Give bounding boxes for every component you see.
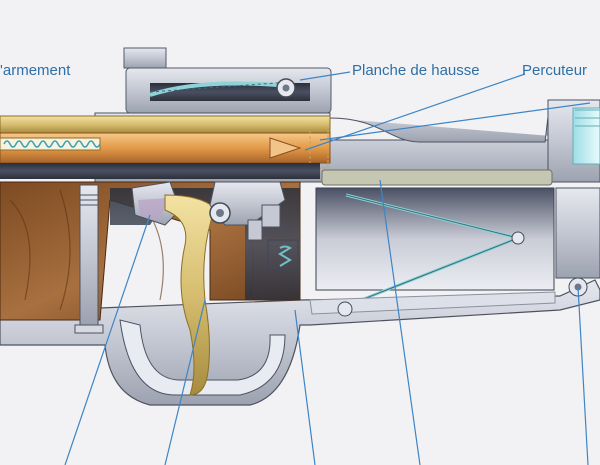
sight-pivot xyxy=(276,78,296,98)
trigger-guard-loop xyxy=(119,319,286,396)
magazine-well xyxy=(315,187,600,291)
sight-leaf-spring xyxy=(149,81,291,97)
trigger-spring xyxy=(267,239,299,271)
firing-pin-spring xyxy=(0,137,101,151)
leader-pivot xyxy=(577,286,589,465)
safety-block xyxy=(247,204,281,241)
stock-screw xyxy=(74,184,104,334)
spring-coil xyxy=(3,140,101,148)
follower-spring xyxy=(345,193,525,308)
leader-lines xyxy=(64,71,591,465)
striker-tip xyxy=(269,137,302,159)
trigger xyxy=(164,194,216,396)
leader-percuteur-right xyxy=(319,102,591,141)
leader-sear xyxy=(64,214,151,465)
leader-stock xyxy=(294,309,316,465)
bolt-channel xyxy=(0,163,320,179)
label-percuteur: Percuteur xyxy=(522,62,588,79)
leader-planche xyxy=(299,71,351,81)
guide-rod xyxy=(321,169,553,186)
leader-trigger xyxy=(164,299,206,465)
label-planche-de-hausse: Planche de hausse xyxy=(352,62,480,79)
chamber-window xyxy=(572,107,600,165)
barrel-rifling xyxy=(575,109,600,127)
sear-lever xyxy=(131,181,181,226)
cocking-piece xyxy=(209,181,286,226)
leader-guide xyxy=(379,179,421,465)
rear-sight-block xyxy=(123,47,332,114)
label-armement: 'armement xyxy=(0,62,71,79)
bolt-body xyxy=(0,115,331,134)
